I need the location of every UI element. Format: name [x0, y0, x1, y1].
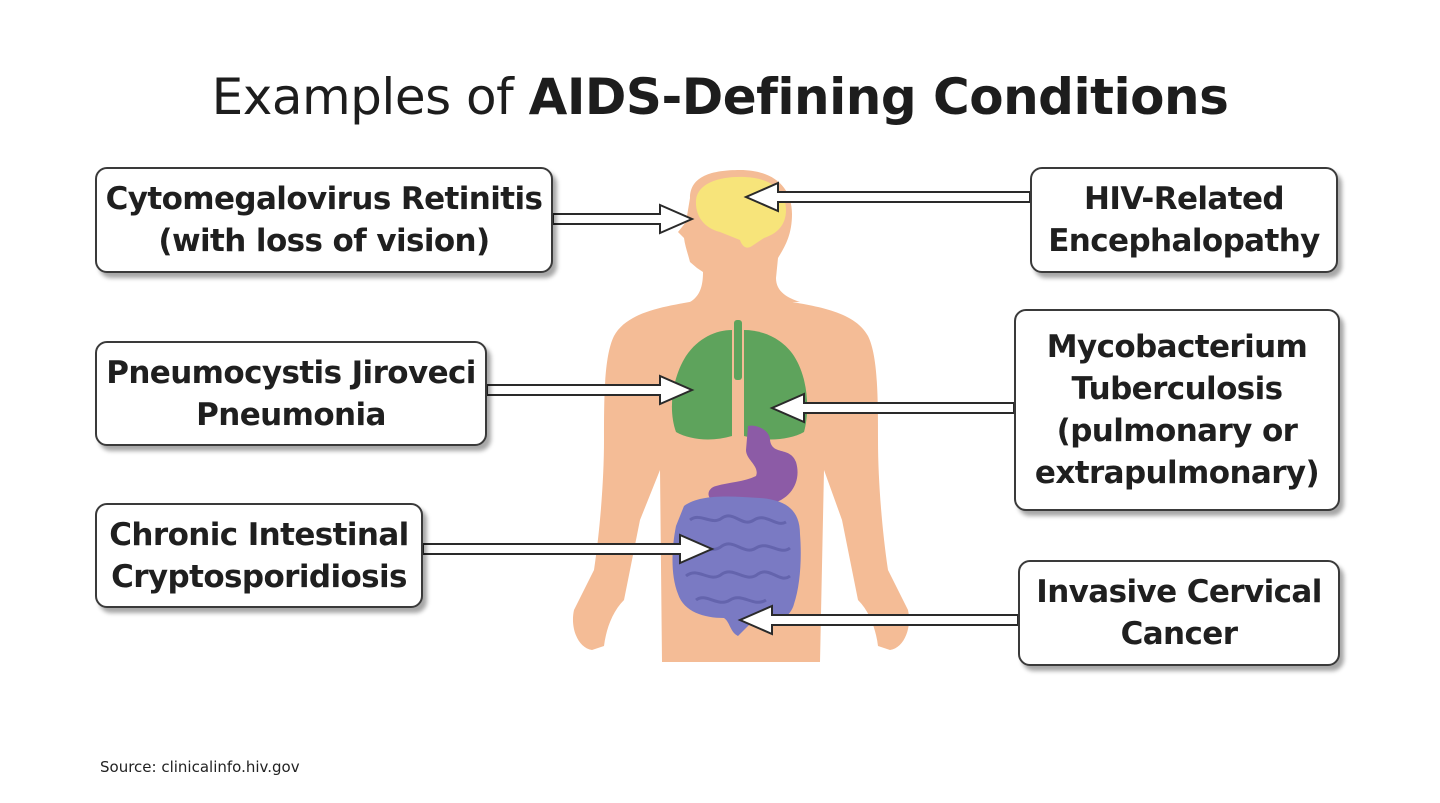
- condition-line: Chronic Intestinal: [109, 516, 409, 553]
- condition-box-cervical-cancer: Invasive Cervical Cancer: [1018, 560, 1340, 666]
- title-bold: AIDS-Defining Conditions: [528, 68, 1229, 126]
- arrow-cmv: [552, 203, 695, 235]
- arrow-mtb: [769, 392, 1015, 424]
- page-title: Examples of AIDS-Defining Conditions: [0, 62, 1440, 132]
- condition-box-pneumocystis: Pneumocystis Jiroveci Pneumonia: [95, 341, 487, 446]
- condition-line: Mycobacterium: [1046, 329, 1308, 365]
- trachea: [734, 320, 742, 380]
- condition-line: Cryptosporidiosis: [111, 558, 407, 595]
- arrow-pcp: [486, 374, 695, 406]
- head: [678, 170, 800, 302]
- condition-line: extrapulmonary): [1034, 455, 1320, 491]
- arrow-crypto: [422, 533, 715, 565]
- brain: [695, 176, 786, 248]
- torso: [572, 300, 910, 662]
- intestine-coils: [685, 514, 791, 604]
- condition-line: Invasive Cervical: [1036, 574, 1322, 610]
- lungs: [671, 320, 808, 440]
- condition-box-hiv-encephalopathy: HIV-Related Encephalopathy: [1030, 167, 1338, 273]
- condition-box-cryptosporidiosis: Chronic Intestinal Cryptosporidiosis: [95, 503, 423, 608]
- source-note: Source: clinicalinfo.hiv.gov: [100, 758, 300, 776]
- arrow-cervical: [737, 604, 1019, 636]
- condition-line: (pulmonary or: [1056, 413, 1298, 449]
- condition-line: Encephalopathy: [1048, 223, 1320, 259]
- condition-box-cmv-retinitis: Cytomegalovirus Retinitis (with loss of …: [95, 167, 553, 273]
- stomach: [708, 425, 798, 506]
- arrow-hiv: [743, 181, 1031, 213]
- condition-line: (with loss of vision): [158, 223, 490, 259]
- condition-line: Cytomegalovirus Retinitis: [105, 181, 543, 217]
- body-silhouette: [572, 170, 910, 662]
- condition-line: Cancer: [1120, 616, 1238, 652]
- title-regular: Examples of: [211, 68, 514, 126]
- condition-line: HIV-Related: [1084, 181, 1285, 217]
- condition-line: Tuberculosis: [1071, 371, 1283, 407]
- condition-line: Pneumonia: [196, 396, 386, 433]
- condition-box-tuberculosis: Mycobacterium Tuberculosis (pulmonary or…: [1014, 309, 1340, 511]
- left-lung: [671, 330, 732, 440]
- right-lung: [744, 330, 808, 440]
- condition-line: Pneumocystis Jiroveci: [106, 354, 476, 391]
- intestines: [672, 496, 801, 636]
- intestine-mass: [672, 496, 801, 636]
